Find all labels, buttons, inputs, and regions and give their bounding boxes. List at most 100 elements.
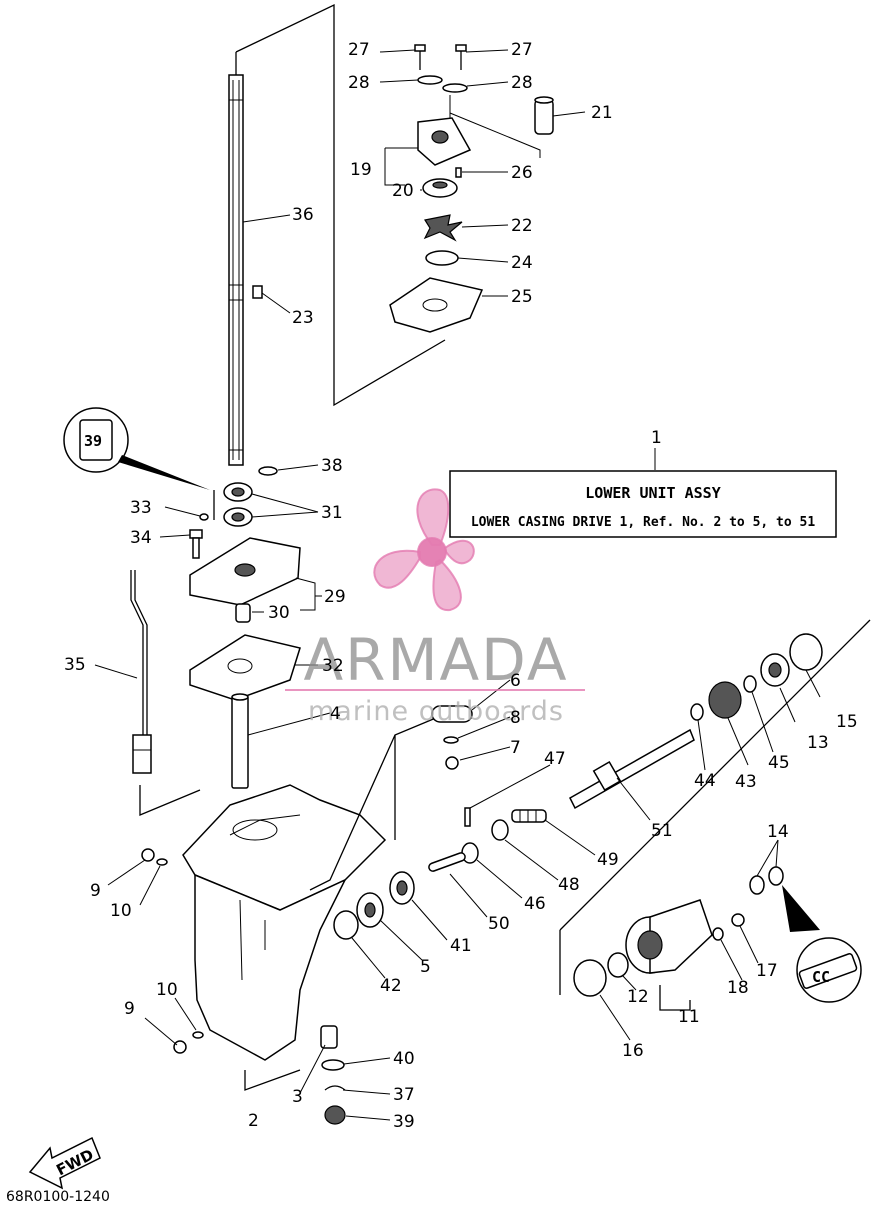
- bearing-housing-11: [625, 899, 713, 974]
- bolt-9-upper: [141, 848, 155, 862]
- washer-44: [690, 703, 704, 721]
- washer-8: [443, 736, 459, 744]
- o-ring-16: [573, 959, 607, 997]
- lower-unit-assy-box: LOWER UNIT ASSY LOWER CASING DRIVE 1, Re…: [449, 470, 837, 538]
- callout-15: 15: [836, 712, 858, 732]
- propeller-shaft-bracket: [559, 619, 871, 1011]
- callout-33: 33: [130, 498, 152, 518]
- sealant-callout-right: CC: [782, 885, 862, 1003]
- callout-3: 3: [292, 1087, 303, 1107]
- callout-22: 22: [511, 216, 533, 236]
- callout-numbers: 27 27 28 28 21 19 26 20 36 22 24 25 23 1…: [64, 40, 858, 1132]
- ring-48: [491, 819, 509, 841]
- callout-17: 17: [756, 961, 778, 981]
- propeller-logo-icon: [373, 488, 475, 612]
- callout-14: 14: [767, 822, 789, 842]
- bearing-12: [607, 952, 629, 978]
- leader-lines: [94, 49, 821, 1121]
- sealant-label-right: CC: [812, 968, 830, 986]
- water-tube: [231, 693, 249, 789]
- drive-shaft-washer: [258, 466, 278, 476]
- lower-casing: [139, 784, 387, 1061]
- bolt-17: [731, 913, 745, 927]
- callout-51: 51: [651, 821, 673, 841]
- callout-28b: 28: [511, 73, 533, 93]
- callout-45: 45: [768, 753, 790, 773]
- callout-47: 47: [544, 749, 566, 769]
- callout-1: 1: [651, 428, 662, 448]
- oil-seal-42: [333, 910, 359, 940]
- bearing-lower: [223, 507, 253, 527]
- armada-watermark: ARMADA marine outboards: [285, 488, 585, 727]
- callout-16: 16: [622, 1041, 644, 1061]
- bolt-34: [189, 529, 203, 559]
- shift-rod: [130, 570, 152, 774]
- callout-23: 23: [292, 308, 314, 328]
- callout-25: 25: [511, 287, 533, 307]
- drive-shaft-key: [252, 285, 263, 299]
- callout-5: 5: [420, 957, 431, 977]
- callout-39: 39: [393, 1112, 415, 1132]
- callout-11: 11: [678, 1007, 700, 1027]
- callout-30: 30: [268, 603, 290, 623]
- callout-29: 29: [324, 587, 346, 607]
- callout-50: 50: [488, 914, 510, 934]
- water-pump-base-housing: [189, 537, 301, 606]
- sealant-callout-left: 39: [63, 407, 210, 490]
- callout-19: 19: [350, 160, 372, 180]
- callout-36: 36: [292, 205, 314, 225]
- sealant-label-left: 39: [84, 432, 102, 450]
- nut-39: [324, 1105, 346, 1125]
- washer-10-upper: [156, 858, 168, 866]
- clip-37: [324, 1085, 346, 1091]
- callout-32: 32: [322, 656, 344, 676]
- callout-43: 43: [735, 772, 757, 792]
- callout-8: 8: [510, 708, 521, 728]
- forward-gear-43: [708, 681, 742, 719]
- callout-10a: 10: [110, 901, 132, 921]
- callout-2: 2: [248, 1111, 259, 1131]
- pinion-gear-41: [389, 871, 415, 905]
- callout-6: 6: [510, 671, 521, 691]
- pump-housing: [417, 95, 472, 166]
- callout-35: 35: [64, 655, 86, 675]
- pump-bolt-right: [455, 44, 467, 70]
- callout-21: 21: [591, 103, 613, 123]
- drive-shaft: [228, 74, 244, 466]
- callout-27a: 27: [348, 40, 370, 60]
- bolt-9-lower: [173, 1040, 187, 1054]
- callout-27b: 27: [511, 40, 533, 60]
- impeller: [423, 214, 463, 242]
- outer-plate-cartridge: [389, 277, 484, 333]
- propeller-shaft: [569, 728, 695, 810]
- callout-18: 18: [727, 978, 749, 998]
- collar-30: [235, 603, 251, 623]
- spring-49: [511, 809, 547, 823]
- callout-31: 31: [321, 503, 343, 523]
- seal-14-b: [768, 866, 784, 886]
- callout-38: 38: [321, 456, 343, 476]
- washer-40: [321, 1059, 345, 1071]
- callout-46: 46: [524, 894, 546, 914]
- pump-dowel-pin: [455, 167, 462, 178]
- seal-14-a: [749, 875, 765, 895]
- callout-41: 41: [450, 936, 472, 956]
- callout-37: 37: [393, 1085, 415, 1105]
- watermark-tagline: marine outboards: [308, 696, 564, 727]
- callout-9b: 9: [124, 999, 135, 1019]
- washer-18: [712, 927, 724, 941]
- callout-7: 7: [510, 738, 521, 758]
- callout-44: 44: [694, 771, 716, 791]
- pump-insert-cartridge: [422, 178, 458, 198]
- callout-48: 48: [558, 875, 580, 895]
- callout-24: 24: [511, 253, 533, 273]
- bearing-13: [760, 653, 790, 687]
- shim-45: [743, 675, 757, 693]
- pump-washer-right: [442, 83, 468, 93]
- callout-9a: 9: [90, 881, 101, 901]
- watermark-brand: ARMADA: [303, 626, 568, 694]
- bearing-upper: [223, 482, 253, 502]
- assy-subtitle: LOWER CASING DRIVE 1, Ref. No. 2 to 5, t…: [471, 515, 816, 530]
